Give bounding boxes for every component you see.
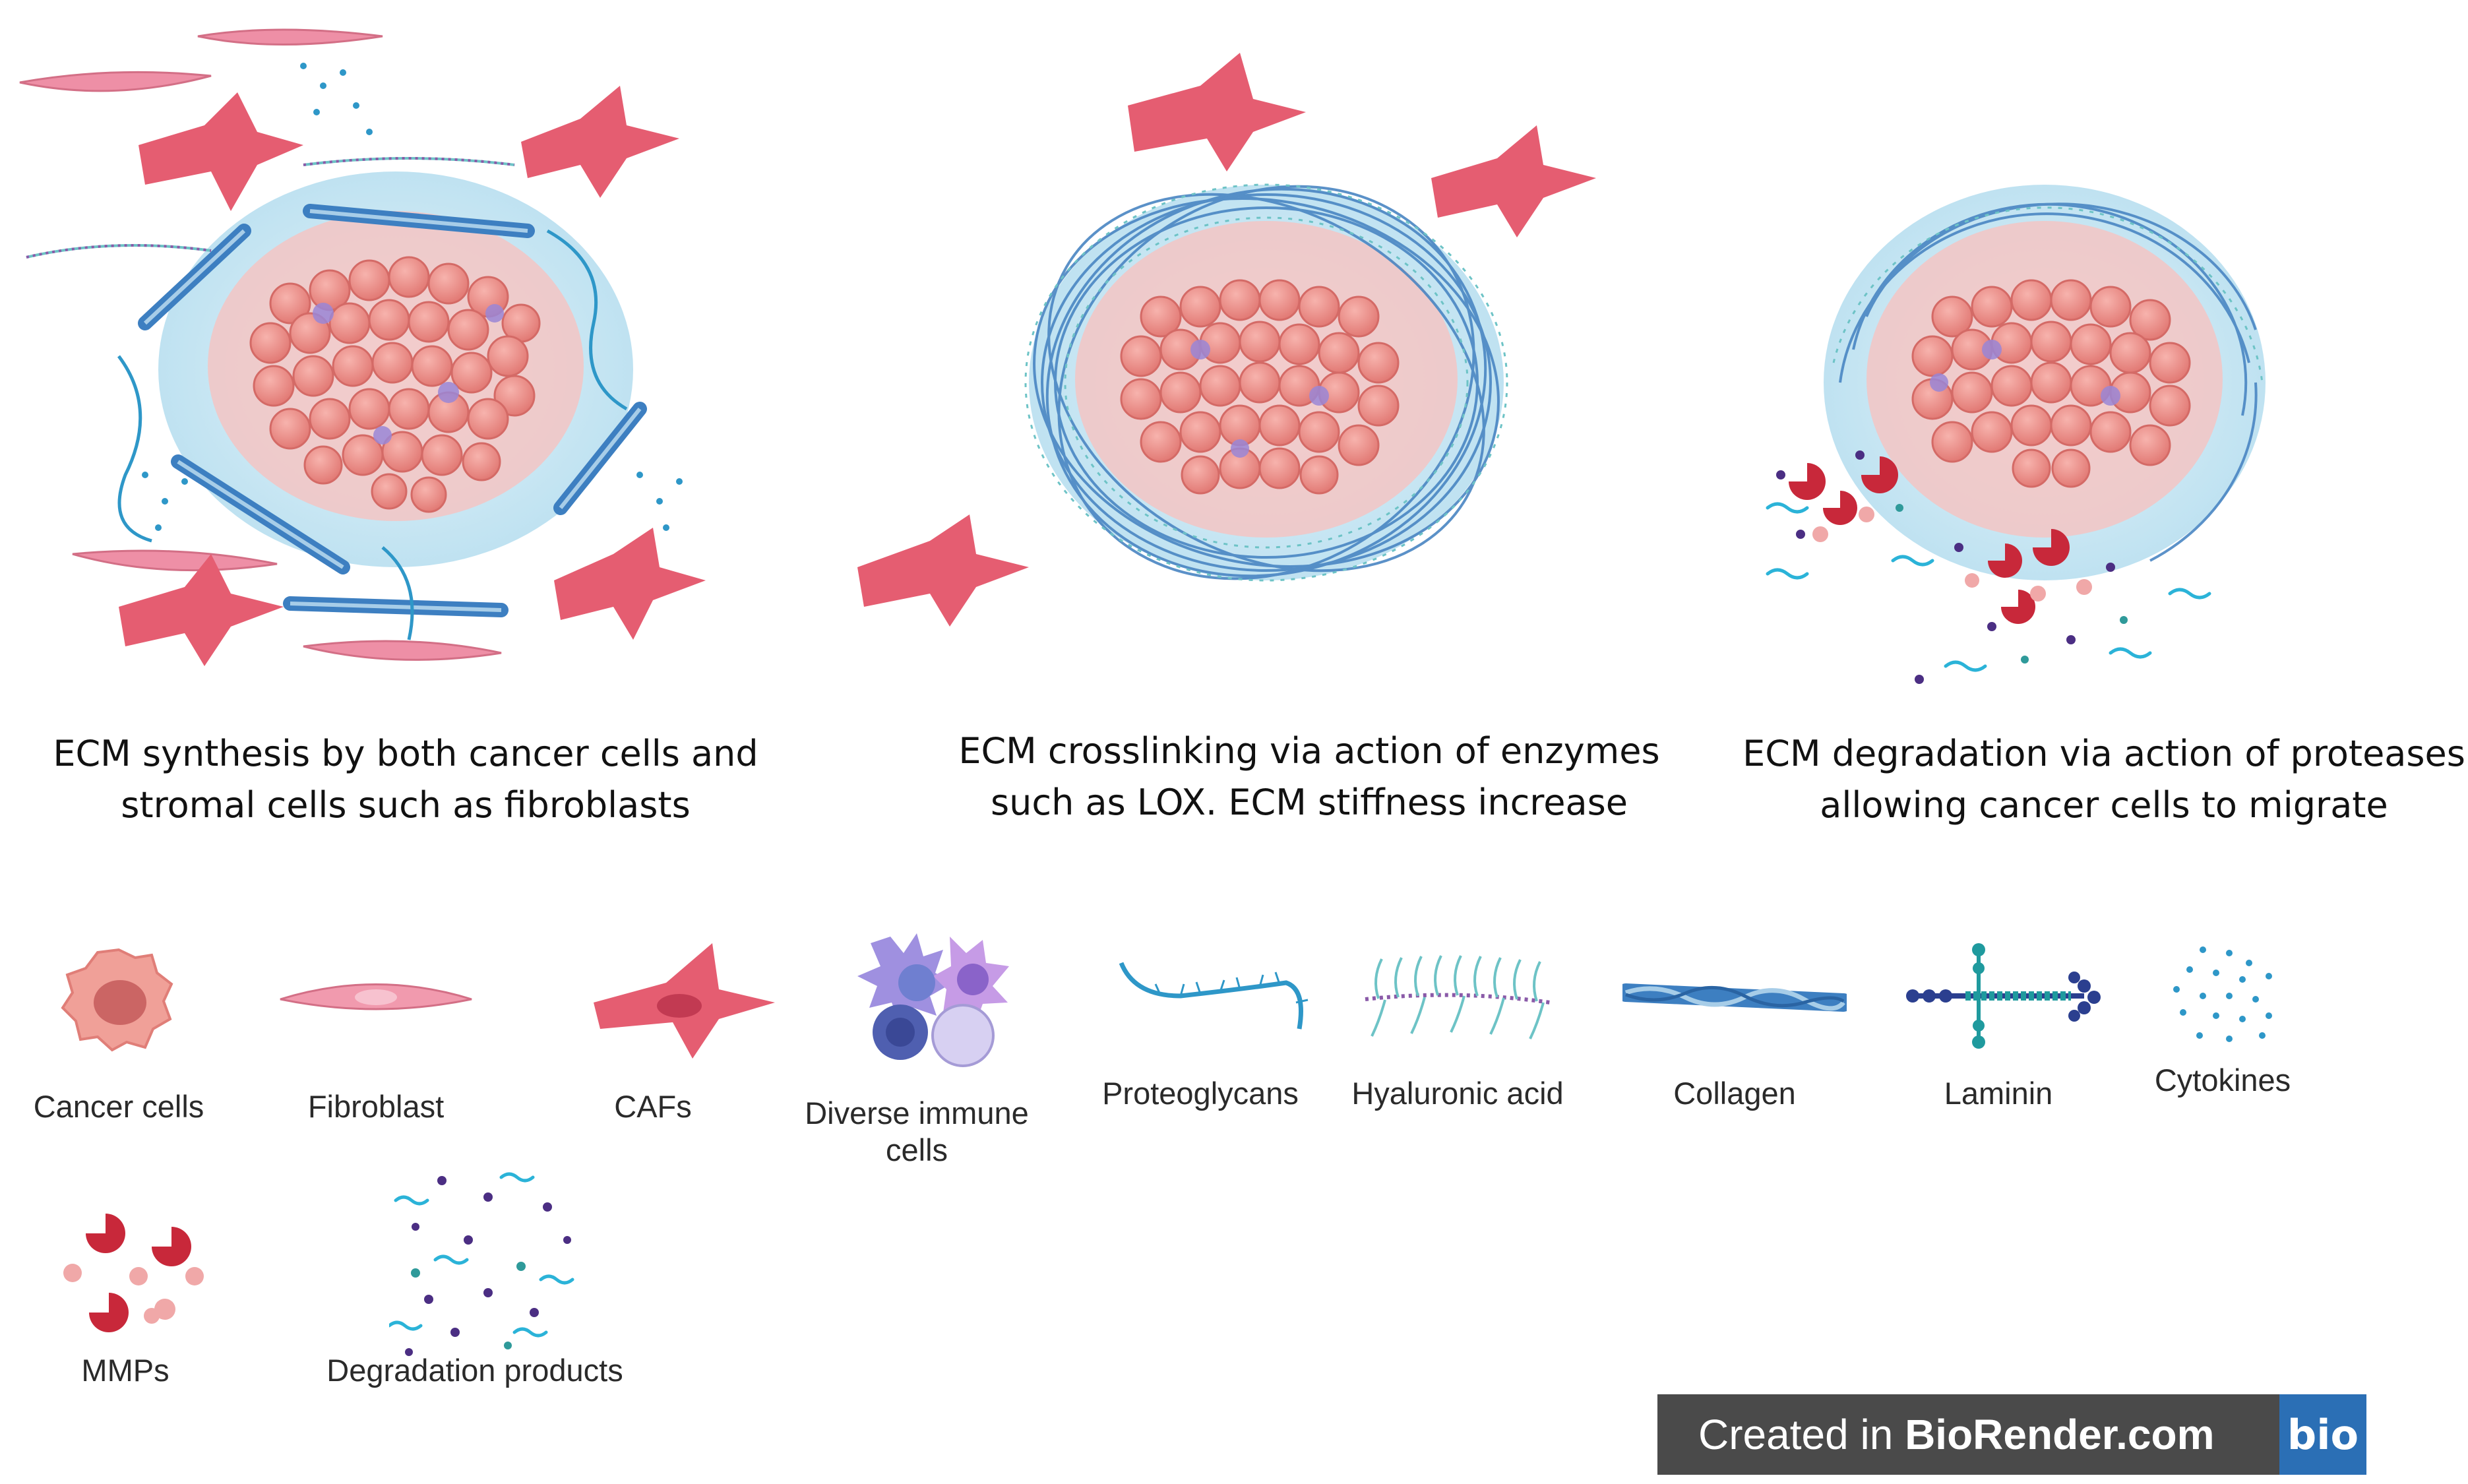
- hyaluronic-acid-icon: [1365, 955, 1551, 1039]
- legend-cafs: CAFs: [587, 930, 778, 1128]
- caf-icon: [594, 943, 775, 1059]
- legend-cancer-cells: Cancer cells: [34, 937, 204, 1128]
- badge-text: Created in BioRender.com: [1698, 1411, 2215, 1458]
- legend-label: Cancer cells: [33, 1089, 204, 1124]
- legend-collagen: Collagen: [1622, 937, 1847, 1121]
- legend-label: Collagen: [1673, 1076, 1796, 1111]
- legend-label: Fibroblast: [307, 1089, 445, 1124]
- legend-label: Diverse immune cells: [805, 1096, 1029, 1167]
- degraded-ecm-mesh: [1839, 202, 2258, 562]
- mmp-icon: [63, 1214, 204, 1332]
- caf-icon: [119, 86, 706, 666]
- legend-label: Hyaluronic acid: [1351, 1076, 1564, 1111]
- legend-degradation-products: Degradation products: [310, 1167, 653, 1398]
- fibroblast-icon: [280, 983, 472, 1010]
- legend-label: Proteoglycans: [1102, 1076, 1299, 1111]
- stage-synthesis-illustration: [19, 28, 706, 666]
- legend-label: CAFs: [614, 1089, 692, 1124]
- degradation-products-icon: [1766, 450, 2211, 684]
- crosslinked-ecm-mesh: [1033, 185, 1500, 580]
- cancer-cell-cluster: [249, 256, 541, 513]
- immune-cells-icon: [1930, 340, 2120, 406]
- immune-cells-icon: [1190, 340, 1329, 458]
- immune-cells-icon: [857, 933, 1009, 1067]
- legend-cytokines: Cytokines: [2130, 937, 2315, 1108]
- stage-degradation-caption: ECM degradation via action of proteases …: [1743, 733, 2465, 826]
- proteoglycan-icon: [117, 229, 628, 640]
- legend-fibroblast: Fibroblast: [277, 937, 475, 1128]
- stage-synthesis-caption: ECM synthesis by both cancer cells and s…: [53, 733, 758, 826]
- cancer-cell-icon: [61, 948, 173, 1052]
- cancer-cell-cluster: [1120, 279, 1400, 495]
- cytokines-icon: [142, 63, 683, 531]
- fibroblast-icon: [19, 28, 502, 661]
- stage-crosslinking-caption: ECM crosslinking via action of enzymes s…: [958, 730, 1660, 823]
- legend-proteoglycans: Proteoglycans: [1088, 937, 1312, 1121]
- collagen-icon: [1622, 983, 1847, 1012]
- biorender-badge: Created in BioRender.com bio: [1657, 1394, 2366, 1475]
- cancer-cell-cluster: [1911, 279, 2191, 488]
- legend-label: Laminin: [1944, 1076, 2053, 1111]
- legend-label: MMPs: [81, 1353, 170, 1388]
- legend-mmps: MMPs: [53, 1207, 224, 1398]
- stage-crosslinking-illustration: [857, 53, 1596, 627]
- legend-label: Degradation products: [326, 1353, 623, 1388]
- legend-laminin: Laminin: [1893, 937, 2104, 1121]
- proteoglycan-icon: [1119, 962, 1309, 1030]
- stage-degradation-illustration: [1766, 185, 2266, 684]
- cytokines-icon: [2173, 946, 2272, 1042]
- legend-label: Cytokines: [2154, 1063, 2291, 1098]
- legend-hyaluronic-acid: Hyaluronic acid: [1339, 937, 1576, 1121]
- immune-cells-icon: [313, 303, 504, 445]
- caf-icon: [857, 53, 1596, 627]
- degradation-products-icon: [389, 1172, 574, 1356]
- legend-immune-cells: Diverse immune cells: [791, 923, 1042, 1174]
- mmp-icon: [1789, 456, 2092, 624]
- biorender-logo: bio: [2279, 1394, 2366, 1475]
- laminin-icon: [1906, 943, 2101, 1049]
